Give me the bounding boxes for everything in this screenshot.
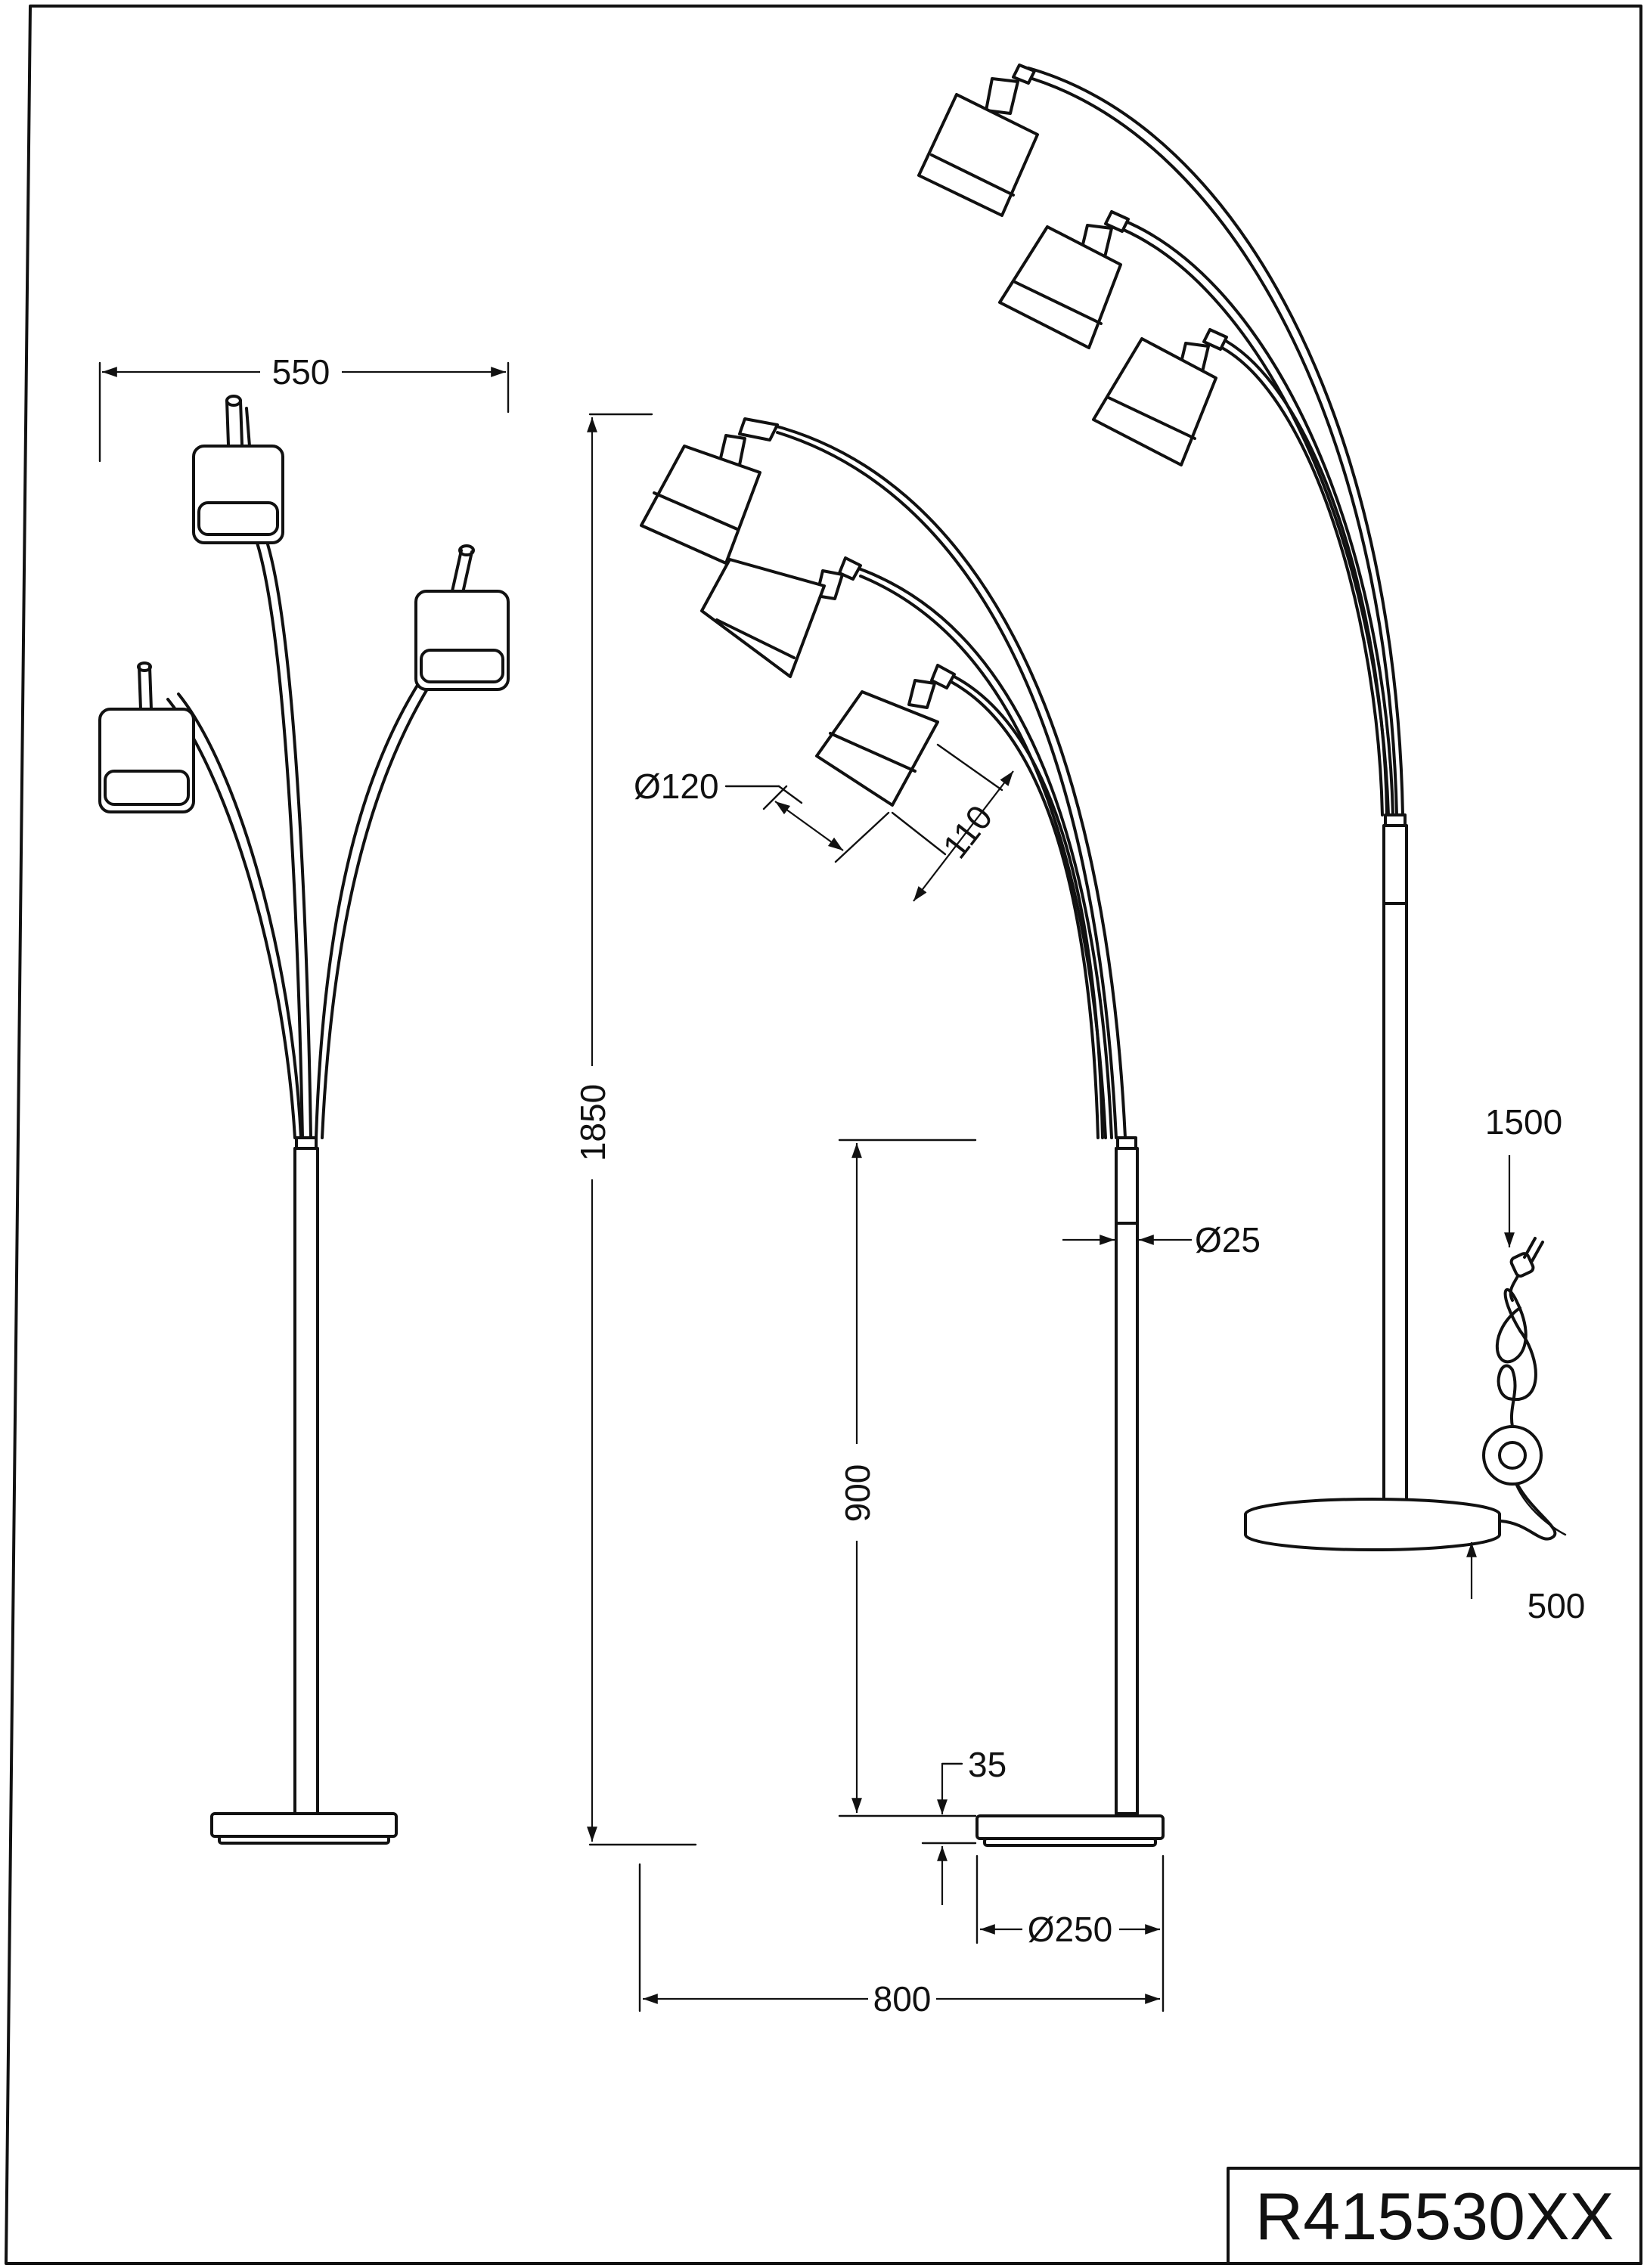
perspective-view: 1500 500 (917, 64, 1586, 1625)
product-code: R415530XX (1255, 2179, 1614, 2254)
shade-height-label: 110 (935, 798, 1000, 866)
reach-label: 800 (873, 1979, 932, 2019)
persp-shade-3 (1092, 328, 1228, 466)
cable-switch-length-label: 500 (1528, 1586, 1586, 1625)
side-shade-1 (640, 417, 779, 565)
front-shade-left (98, 662, 195, 813)
base-height-label: 35 (968, 1745, 1006, 1784)
total-height-label: 1850 (573, 1084, 613, 1161)
persp-shade-1 (917, 64, 1039, 217)
side-shade-2 (700, 556, 862, 678)
front-width-label: 550 (272, 352, 330, 392)
title-block (1227, 2167, 1642, 2265)
base-diameter-label: Ø250 (1028, 1910, 1113, 1949)
front-shade-top (192, 395, 284, 544)
shade-diameter-label: Ø120 (634, 767, 719, 806)
cable-plug-length-label: 1500 (1485, 1102, 1562, 1142)
side-view: 1850 (573, 413, 1261, 2019)
front-shade-right (414, 544, 510, 691)
switch-height-label: 900 (838, 1464, 877, 1523)
persp-shade-2 (998, 210, 1130, 349)
front-view: 550 (98, 352, 510, 1845)
tube-diameter-label: Ø25 (1195, 1220, 1261, 1259)
side-shade-3 (815, 664, 956, 807)
